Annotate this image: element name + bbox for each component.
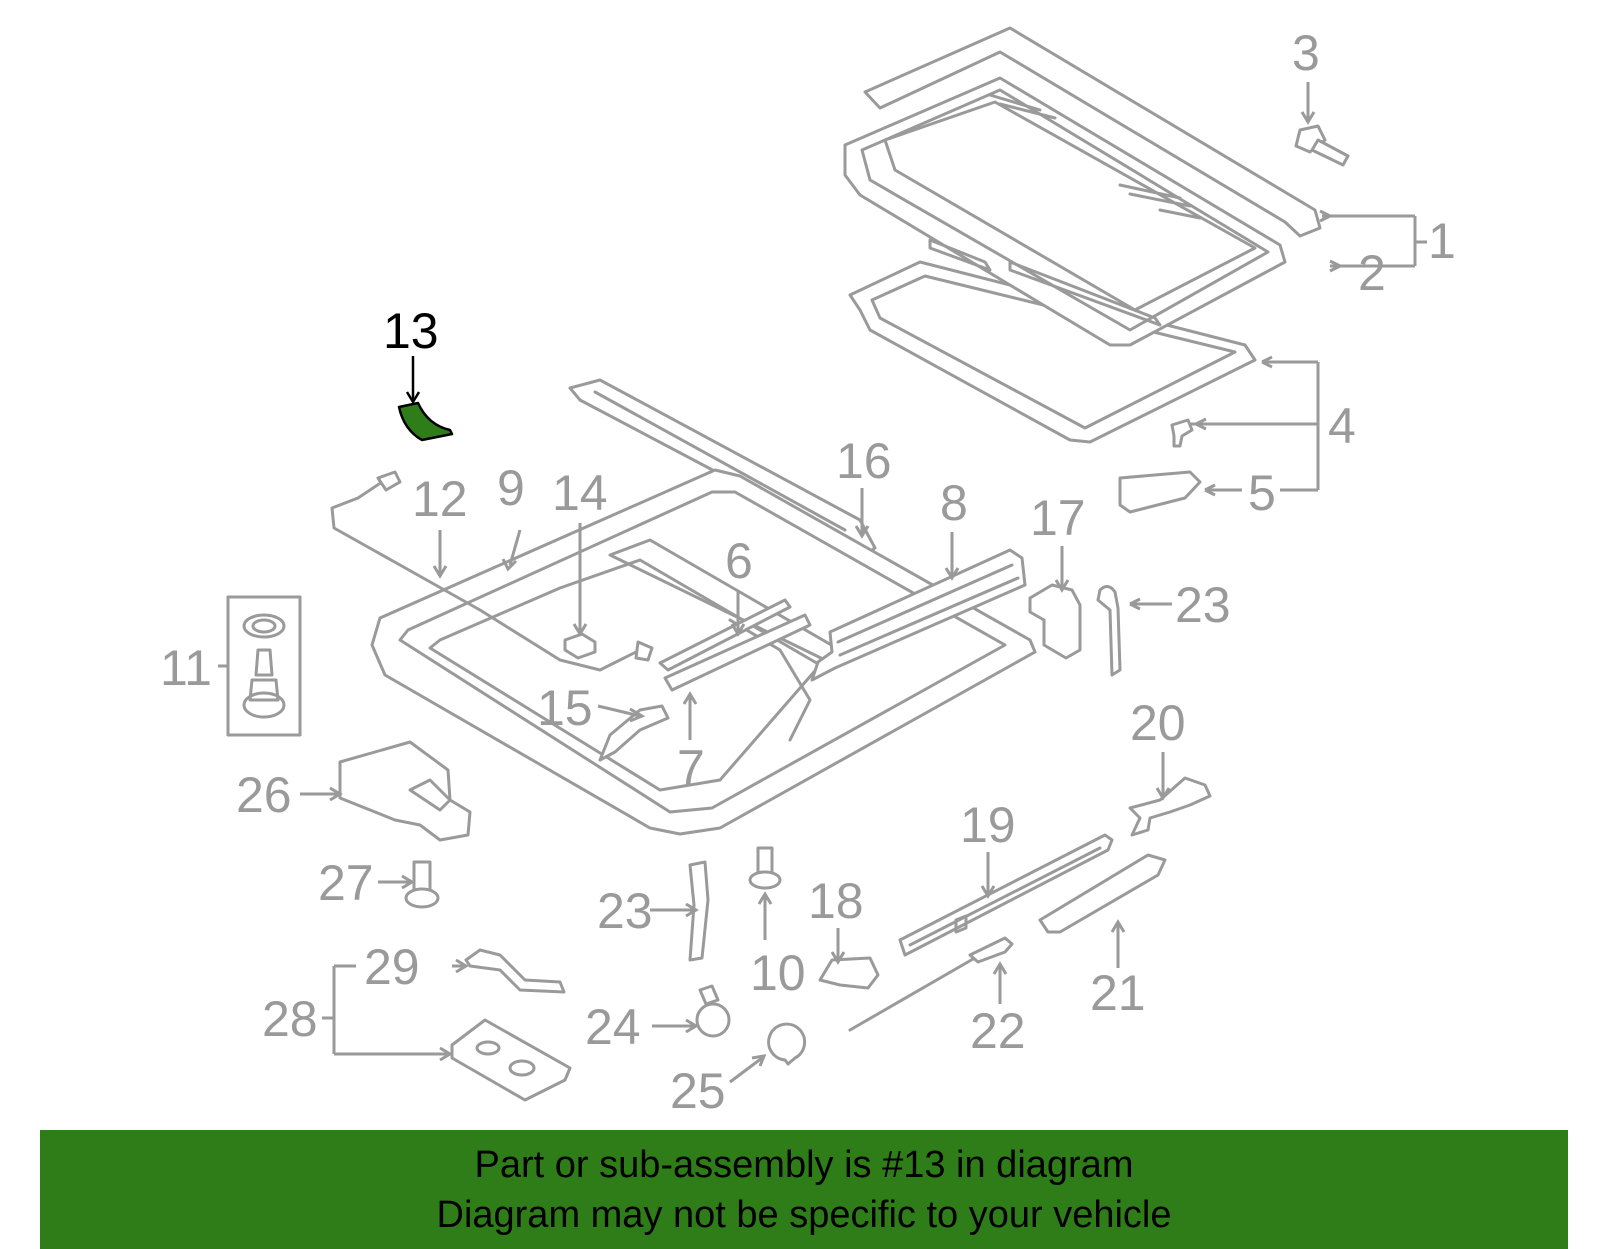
sunroof-glass-assembly <box>843 26 1322 444</box>
callout-17: 17 <box>1030 490 1086 546</box>
callout-24: 24 <box>585 999 641 1055</box>
callout-23-lower: 23 <box>597 883 653 939</box>
callout-23-upper: 23 <box>1175 577 1231 633</box>
bar-part-7 <box>663 613 812 692</box>
line-part-22 <box>848 953 982 1032</box>
callout-1: 1 <box>1428 213 1456 269</box>
callout-3: 3 <box>1292 25 1320 81</box>
clip-part-25 <box>767 1022 807 1066</box>
connector-part-24 <box>695 984 731 1038</box>
part-info-banner: Part or sub-assembly is #13 in diagram D… <box>40 1130 1568 1249</box>
callout-29: 29 <box>364 939 420 995</box>
callout-2: 2 <box>1358 245 1386 301</box>
callout-25: 25 <box>670 1063 726 1119</box>
callout-18: 18 <box>808 873 864 929</box>
guide-part-5 <box>1118 470 1202 514</box>
callout-15: 15 <box>537 680 593 736</box>
plate-part-28 <box>450 1018 572 1102</box>
callout-5: 5 <box>1248 465 1276 521</box>
callout-20: 20 <box>1130 695 1186 751</box>
callout-21: 21 <box>1090 965 1146 1021</box>
callout-numbers: 1 2 3 4 5 6 7 8 9 10 11 12 13 14 15 16 1… <box>160 25 1456 1119</box>
block-part-14 <box>563 632 597 660</box>
callout-16: 16 <box>836 433 892 489</box>
callout-6: 6 <box>725 533 753 589</box>
bolt-part-10 <box>748 846 782 890</box>
hose-part-23-lower <box>688 860 710 962</box>
bar-part-6 <box>658 598 792 672</box>
clip-part-4 <box>1170 418 1194 448</box>
callout-27: 27 <box>318 855 374 911</box>
bracket-part-20 <box>1128 776 1212 837</box>
leader-lines <box>218 82 1427 1084</box>
motor-part-26 <box>338 740 472 842</box>
callout-4: 4 <box>1328 398 1356 454</box>
tube-part-29 <box>464 948 566 994</box>
bolt-part-27 <box>404 860 440 909</box>
bolt-part-3 <box>1294 124 1350 167</box>
callout-19: 19 <box>960 797 1016 853</box>
callout-11: 11 <box>160 640 212 696</box>
banner-line-part: Part or sub-assembly is #13 in diagram <box>474 1143 1134 1186</box>
banner-line-disclaimer: Diagram may not be specific to your vehi… <box>436 1193 1172 1236</box>
sunroof-parts-diagram: 1 2 3 4 5 6 7 8 9 10 11 12 13 14 15 16 1… <box>160 25 1456 1119</box>
piece-part-15 <box>598 704 670 762</box>
callout-13-highlighted: 13 <box>383 303 439 359</box>
bracket-part-17 <box>1028 583 1082 660</box>
callout-26: 26 <box>236 767 292 823</box>
cable-part-12 <box>330 476 642 672</box>
grommet-kit-part-11 <box>226 595 302 737</box>
callout-7: 7 <box>677 740 705 796</box>
bracket-part-18 <box>818 956 880 990</box>
callout-8: 8 <box>940 475 968 531</box>
callout-22: 22 <box>970 1003 1026 1059</box>
callout-12: 12 <box>412 471 468 527</box>
hose-part-23-upper <box>1096 585 1122 677</box>
callout-14: 14 <box>552 465 608 521</box>
highlighted-part-13 <box>397 401 454 442</box>
rail-part-21 <box>1038 853 1167 934</box>
callout-9: 9 <box>497 460 525 516</box>
callout-28: 28 <box>262 991 318 1047</box>
callout-10: 10 <box>750 945 806 1001</box>
